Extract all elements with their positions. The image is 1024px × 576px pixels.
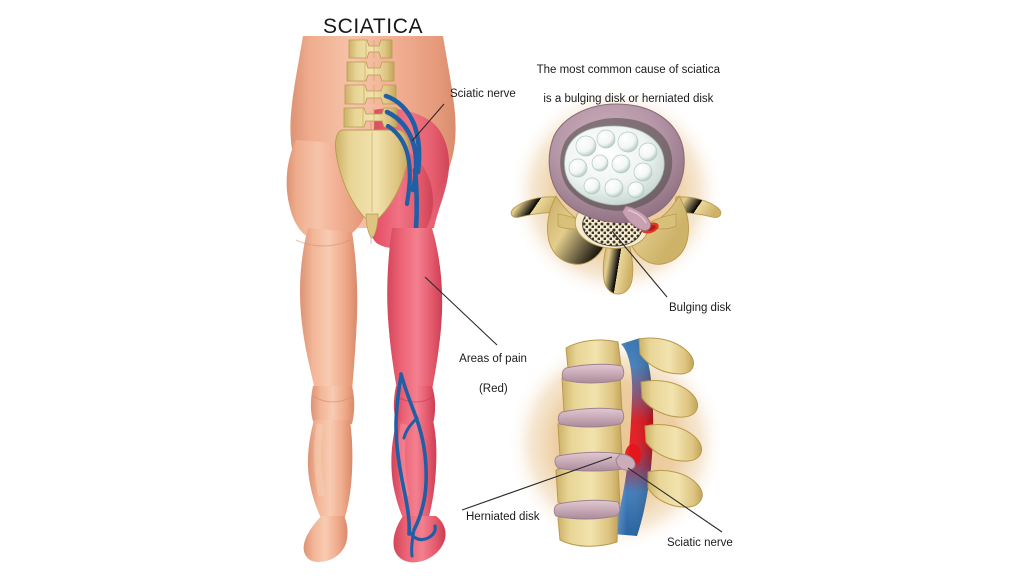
posterior-body-view — [286, 36, 456, 563]
left-calf-highlight — [314, 423, 326, 497]
coccyx — [365, 213, 379, 239]
disk-bulge-highlight — [627, 209, 647, 224]
spinous-process-3 — [644, 424, 703, 462]
label-bulging-disk: Bulging disk — [669, 302, 732, 314]
right-leg-pain — [387, 228, 446, 563]
left-leg-normal — [295, 228, 358, 562]
label-areas-of-pain-line-1: Areas of pain — [459, 352, 527, 365]
right-knee — [393, 386, 436, 424]
leader-bulging-disk — [611, 230, 668, 298]
disk-4 — [553, 499, 621, 520]
vertebra-l3 — [344, 84, 397, 105]
caption-line-1: The most common cause of sciatica — [536, 63, 721, 76]
spinous-process-2 — [640, 380, 699, 418]
leader-lines — [411, 103, 723, 533]
disk-1 — [561, 363, 625, 384]
left-popliteal-crease — [312, 395, 353, 403]
vertebra-top-view — [509, 86, 723, 300]
nerve-branch-lateral — [399, 372, 428, 532]
leader-sciatic-nerve-bottom — [627, 467, 723, 533]
bulging-disk-protrusion — [621, 205, 651, 231]
spine-lateral-view — [507, 334, 725, 552]
spinous-processes — [638, 337, 703, 508]
nerve-root-3 — [385, 123, 412, 207]
left-gluteal-fold — [295, 239, 351, 247]
label-areas-of-pain: Areas of pain (Red) — [447, 337, 527, 412]
left-thigh — [300, 228, 358, 390]
nerve-branch-short — [402, 416, 419, 440]
vertebra-l2 — [346, 61, 395, 82]
nerve-branch-medial — [394, 374, 412, 536]
leader-areas-of-pain — [424, 276, 498, 346]
vertebra-l1 — [348, 39, 393, 59]
caption-line-2: is a bulging disk or herniated disk — [543, 93, 714, 106]
lumbar-vertebrae-group — [335, 39, 410, 239]
label-herniated-disk: Herniated disk — [466, 511, 540, 523]
spinous-process — [602, 239, 634, 295]
page-title: SCIATICA — [323, 15, 424, 38]
label-areas-of-pain-line-2: (Red) — [478, 382, 508, 395]
right-thigh — [387, 228, 443, 390]
label-sciatic-nerve-top: Sciatic nerve — [450, 88, 516, 100]
left-foot — [303, 516, 348, 562]
caption-most-common-cause: The most common cause of sciatica is a b… — [524, 48, 720, 122]
herniation-nub — [615, 453, 636, 471]
intervertebral-disk-top — [548, 103, 685, 231]
nerve-branch-heel — [410, 528, 416, 558]
disk-2 — [557, 407, 625, 428]
left-knee — [310, 386, 355, 424]
intervertebral-disks — [553, 363, 631, 520]
spinous-process-4 — [647, 470, 703, 508]
vertebra-l4 — [343, 107, 398, 128]
transverse-process-left — [510, 196, 559, 218]
nerve-root-1 — [383, 93, 422, 175]
label-sciatic-nerve-bottom: Sciatic nerve — [667, 537, 733, 549]
right-calf — [391, 420, 437, 520]
leader-sciatic-nerve-top — [411, 103, 445, 142]
right-leg-nerve-branches — [394, 372, 437, 558]
nucleus-lobules — [568, 129, 658, 199]
leader-herniated-disk — [461, 456, 613, 511]
spinous-process-1 — [638, 337, 695, 375]
